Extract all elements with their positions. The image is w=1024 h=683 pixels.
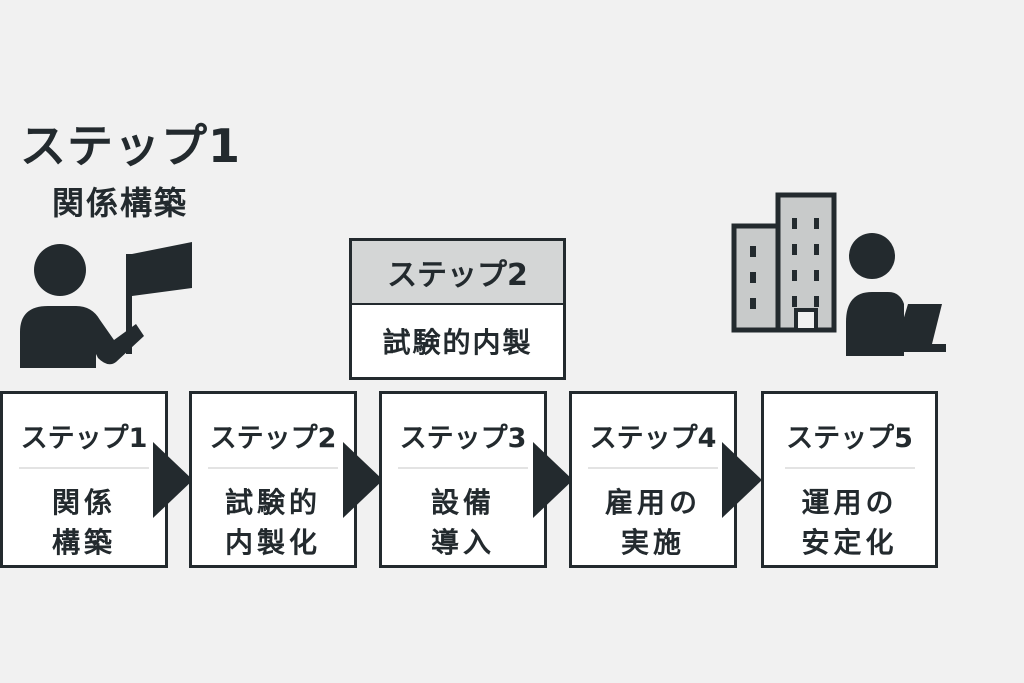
step-label: ステップ2 [209,423,337,454]
arrow-right-icon [533,442,573,518]
step-label: ステップ1 [20,423,148,454]
step-divider [588,467,718,469]
step-box-5: ステップ5 運用の 安定化 [761,391,938,568]
step-label: ステップ5 [786,423,913,454]
step-box-1: ステップ1 関係 構築 [0,391,168,568]
step-name: 雇用の 実施 [604,486,701,559]
step-divider [208,467,338,469]
person-with-flag-icon [20,242,192,368]
arrow-right-icon [153,442,193,518]
step-label: ステップ4 [589,423,717,454]
header-title: ステップ1 [20,119,242,173]
step-divider [784,467,915,469]
step-box-3: ステップ3 設備 導入 [379,391,547,568]
step2-callout: ステップ2 試験的内製 [349,238,566,380]
step-name: 設備 導入 [430,486,495,559]
step-name: 試験的 内製化 [224,486,321,559]
step-name: 運用の 安定化 [801,486,898,559]
office-building-icon [731,192,946,356]
callout-body: 試験的内製 [382,326,533,359]
step-box-2: ステップ2 試験的 内製化 [189,391,357,568]
step-label: ステップ3 [399,423,527,454]
header-subtitle: 関係構築 [52,184,189,222]
arrow-right-icon [343,442,383,518]
step-box-4: ステップ4 雇用の 実施 [569,391,737,568]
step-divider [19,467,149,469]
step-divider [398,467,528,469]
callout-title: ステップ2 [352,241,563,305]
arrow-right-icon [722,442,762,518]
step-name: 関係 構築 [51,486,116,559]
